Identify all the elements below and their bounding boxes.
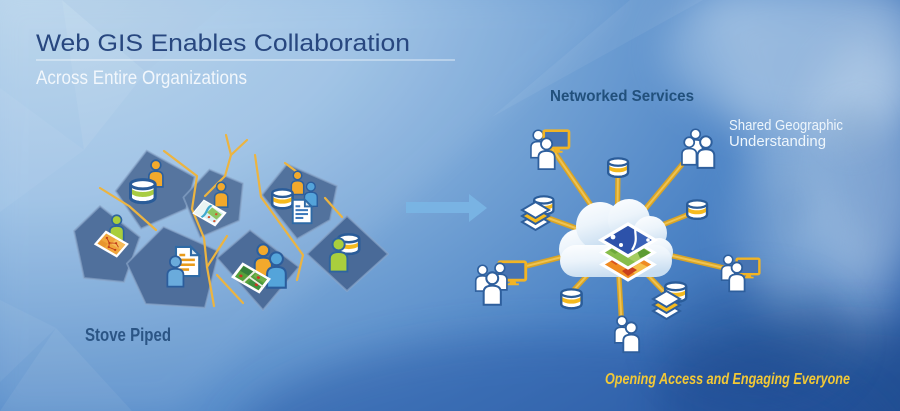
svg-text:Networked Services: Networked Services [550, 88, 694, 105]
svg-text:Shared Geographic: Shared Geographic [729, 117, 843, 134]
svg-text:Web GIS Enables Collaboration: Web GIS Enables Collaboration [36, 30, 410, 57]
svg-text:Understanding: Understanding [729, 133, 826, 150]
svg-text:Stove Piped: Stove Piped [85, 325, 171, 345]
svg-text:Across Entire Organizations: Across Entire Organizations [36, 68, 247, 89]
svg-text:Opening Access and Engaging Ev: Opening Access and Engaging Everyone [605, 371, 850, 388]
